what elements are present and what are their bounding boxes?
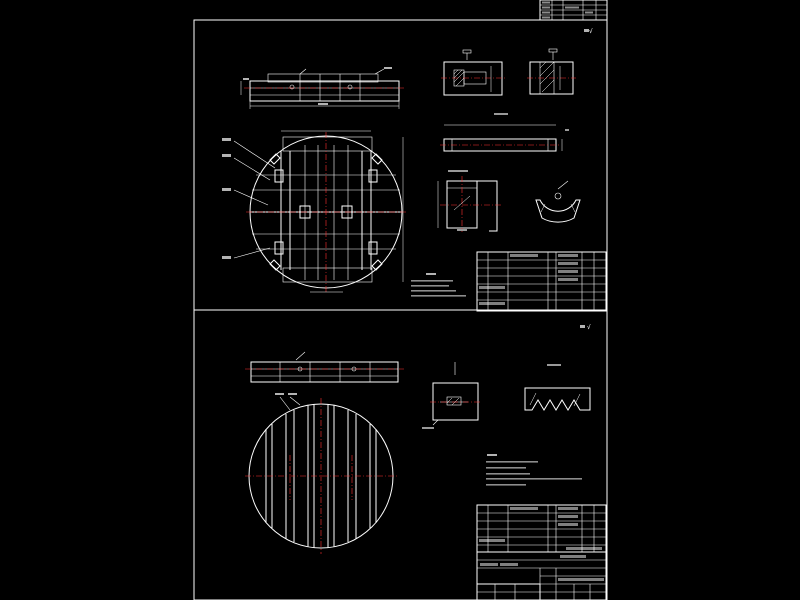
bottom-plan-view [245,393,397,554]
top-plate-side-view [440,113,569,152]
bottom-elevation-view [245,351,404,383]
bottom-surface-finish-mark: √ [580,324,591,331]
top-section-view [437,170,502,232]
top-plan-view [222,130,406,293]
top-surface-symbol: √ [589,28,593,35]
sheet-frame [193,19,608,600]
top-technical-notes [411,273,466,297]
top-parts-list [476,251,607,312]
bottom-serrated-section [524,364,591,411]
bottom-parts-list [476,504,607,553]
top-saddle-detail [535,180,581,223]
top-detail-view-c [441,49,505,96]
top-detail-view-d [527,48,576,95]
top-elevation-view [240,67,404,109]
revision-table [539,0,608,21]
bottom-technical-notes [486,454,582,486]
top-surface-finish-mark: √ [584,28,593,35]
bottom-surface-symbol: √ [587,324,591,331]
bottom-title-block [476,551,607,600]
bottom-detail-view [422,362,482,429]
bottom-left-small-table [476,583,541,600]
